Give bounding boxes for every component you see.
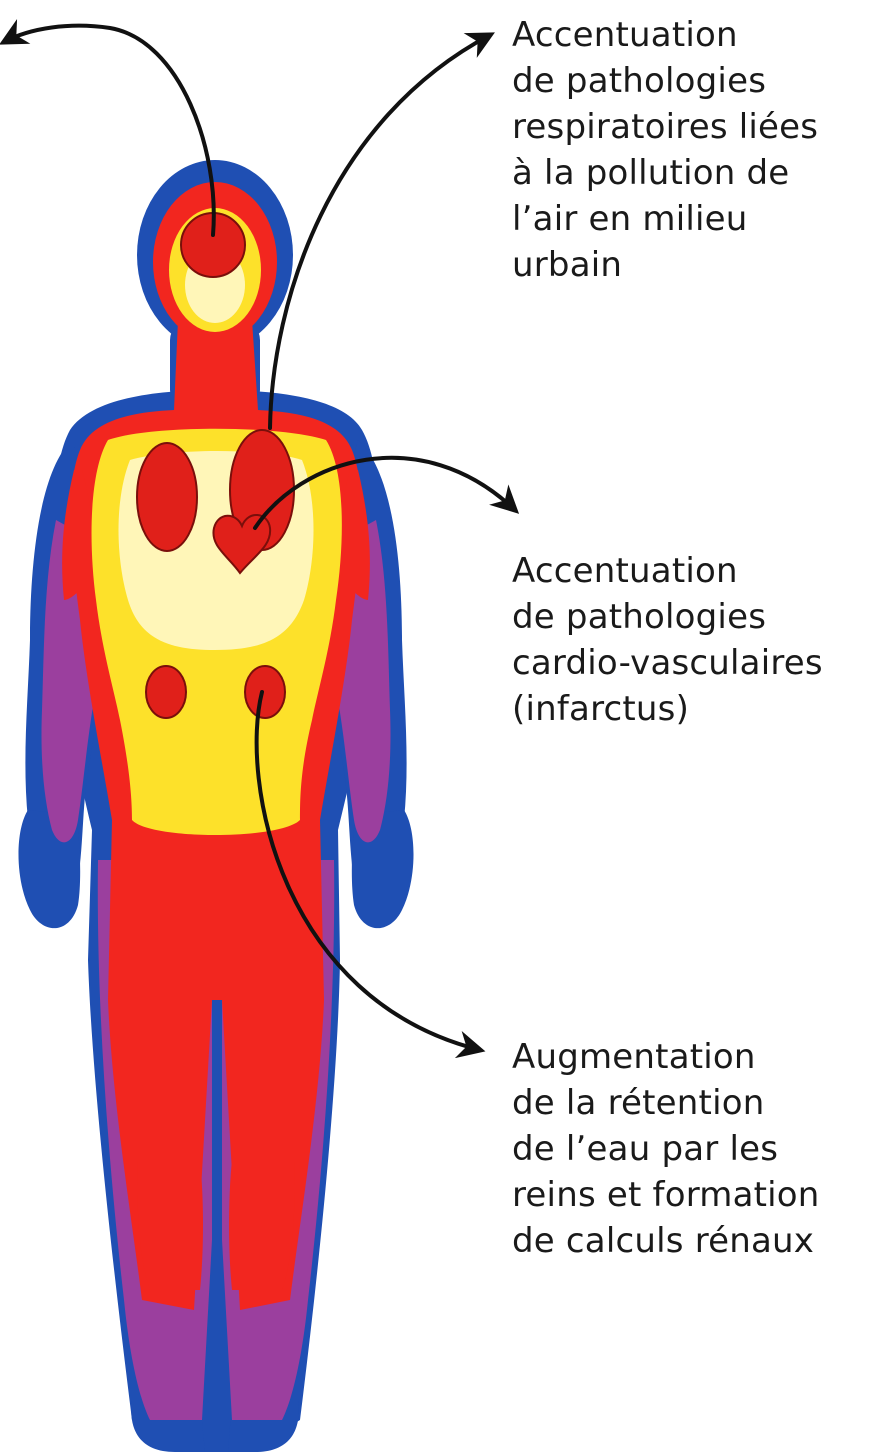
- caption-line: de pathologies: [512, 58, 818, 104]
- caption-line: de pathologies: [512, 594, 823, 640]
- caption-line: de calculs rénaux: [512, 1218, 820, 1264]
- caption-line: respiratoires liées: [512, 104, 818, 150]
- caption-respiratory: Accentuation de pathologies respiratoire…: [512, 12, 818, 288]
- arrow-lungs-to-respiratory: [270, 35, 490, 428]
- caption-line: de l’eau par les: [512, 1126, 820, 1172]
- left-lung-region: [137, 443, 197, 551]
- caption-line: Accentuation: [512, 12, 818, 58]
- caption-line: cardio-vasculaires: [512, 640, 823, 686]
- left-kidney-region: [146, 666, 186, 718]
- caption-line: Accentuation: [512, 548, 823, 594]
- right-kidney-region: [245, 666, 285, 718]
- caption-cardio: Accentuation de pathologies cardio-vascu…: [512, 548, 823, 732]
- caption-line: Augmentation: [512, 1034, 820, 1080]
- caption-line: à la pollution de: [512, 150, 818, 196]
- caption-line: de la rétention: [512, 1080, 820, 1126]
- caption-renal: Augmentation de la rétention de l’eau pa…: [512, 1034, 820, 1264]
- caption-line: reins et formation: [512, 1172, 820, 1218]
- caption-line: l’air en milieu: [512, 196, 818, 242]
- caption-line: (infarctus): [512, 686, 823, 732]
- body-silhouette: [18, 160, 413, 1452]
- caption-line: urbain: [512, 242, 818, 288]
